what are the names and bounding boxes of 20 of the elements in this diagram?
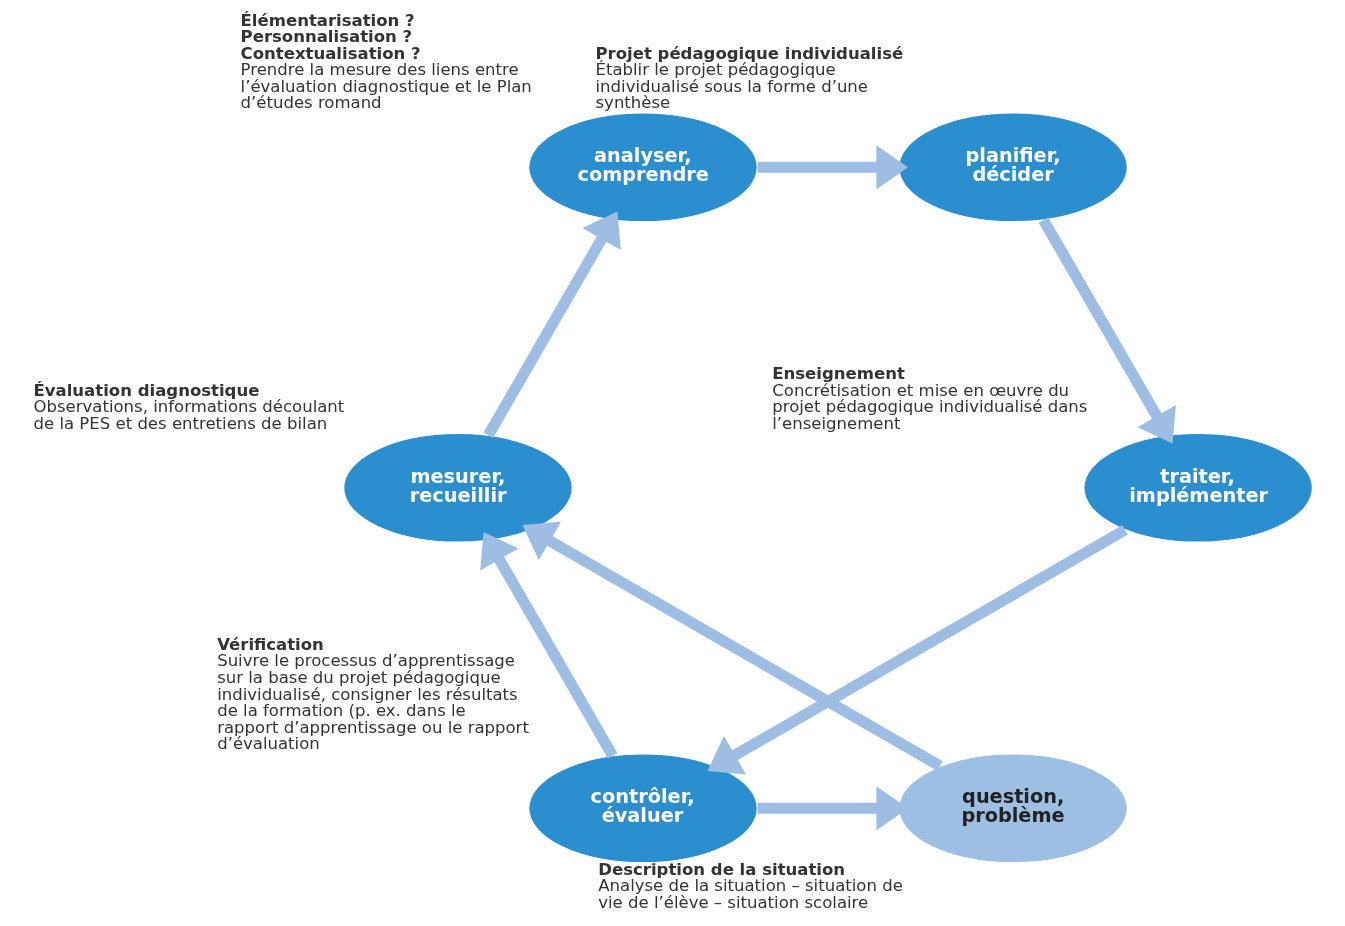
node-label: Suivre le processus d’apprentissage sur la base du projet pédagogique individualisé, consigner les résultats de la formation (p. ex. dans le rapport d’apprentissage ou le rapport d’évaluation [216, 651, 529, 754]
node-ellipse: analyser, comprendre [527, 112, 758, 223]
arrow [1038, 217, 1176, 444]
node-label: Projet pédagogique individualisé [595, 43, 903, 63]
arrow [707, 525, 1128, 775]
node-label: Vérification [216, 634, 324, 654]
node-ellipse: planifier, décider [897, 112, 1128, 223]
arrow [483, 211, 621, 438]
arrow [522, 521, 943, 771]
node-label: Enseignement [771, 364, 905, 384]
arrow [757, 145, 908, 190]
node-label: Évaluation diagnostique [33, 380, 259, 400]
node-ellipse: traiter, implémenter [1082, 432, 1313, 543]
arrow [479, 532, 617, 759]
node-label: Analyse de la situation – situation de vie de l’élève – situation scolaire [597, 876, 903, 912]
node-label: Prendre la mesure des liens entre l’évaluation diagnostique et le Plan d’études romand [240, 60, 532, 113]
node-ellipse: mesurer, recueillir [342, 432, 573, 543]
node-label: Élémentarisation ? [240, 10, 415, 30]
node-ellipse: contrôler, évaluer [527, 753, 758, 864]
node-ellipse: question, problème [897, 753, 1128, 864]
